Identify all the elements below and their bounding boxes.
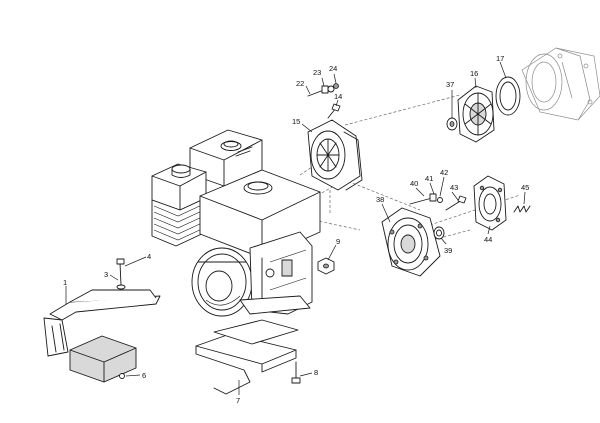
part-16-impeller [457, 85, 495, 143]
part-45-spring [513, 205, 531, 213]
part-40-42-fasteners [409, 193, 443, 205]
callout-16: 16 [470, 69, 478, 78]
callout-24: 24 [329, 64, 337, 73]
callout-42: 42 [440, 168, 448, 177]
callout-37: 37 [446, 80, 454, 89]
callout-39: 39 [444, 246, 452, 255]
suction-housing [521, 47, 600, 121]
leader-lines [65, 61, 526, 395]
callout-43: 43 [450, 183, 458, 192]
part-39-ring [433, 226, 445, 240]
callout-9: 9 [336, 237, 340, 246]
callout-15: 15 [292, 117, 300, 126]
callout-23: 23 [313, 68, 321, 77]
part-17-wear-ring [495, 76, 521, 116]
callout-3: 3 [104, 270, 108, 279]
part-3-4-bolt [116, 258, 126, 290]
part-38-pump-housing [381, 207, 441, 277]
callout-41: 41 [425, 174, 433, 183]
engine-assembly [151, 129, 321, 317]
part-43-screw [445, 195, 467, 211]
callout-45: 45 [521, 183, 529, 192]
part-22-24-bolt-set [307, 83, 339, 97]
part-9-nut [317, 257, 335, 275]
callout-1: 1 [63, 278, 67, 287]
callout-38: 38 [376, 195, 384, 204]
callout-44: 44 [484, 235, 492, 244]
callout-4: 4 [147, 252, 151, 261]
callout-22: 22 [296, 79, 304, 88]
part-7-base-rail [195, 319, 299, 395]
part-15-volute-cover [307, 119, 363, 191]
part-6-pad [69, 335, 137, 383]
callout-8: 8 [314, 368, 318, 377]
callout-7: 7 [236, 396, 240, 405]
part-37-nut [446, 117, 458, 131]
callout-labels: 1 3 4 6 7 8 9 14 15 16 17 22 23 24 37 38… [63, 54, 529, 405]
part-8-bolt [291, 361, 301, 384]
part-1-bracket [43, 289, 161, 357]
callout-40: 40 [410, 179, 418, 188]
callout-6: 6 [142, 371, 146, 380]
part-44-end-cover [473, 175, 507, 231]
part-14-bolt [327, 103, 341, 119]
callout-17: 17 [496, 54, 504, 63]
callout-14: 14 [334, 92, 342, 101]
